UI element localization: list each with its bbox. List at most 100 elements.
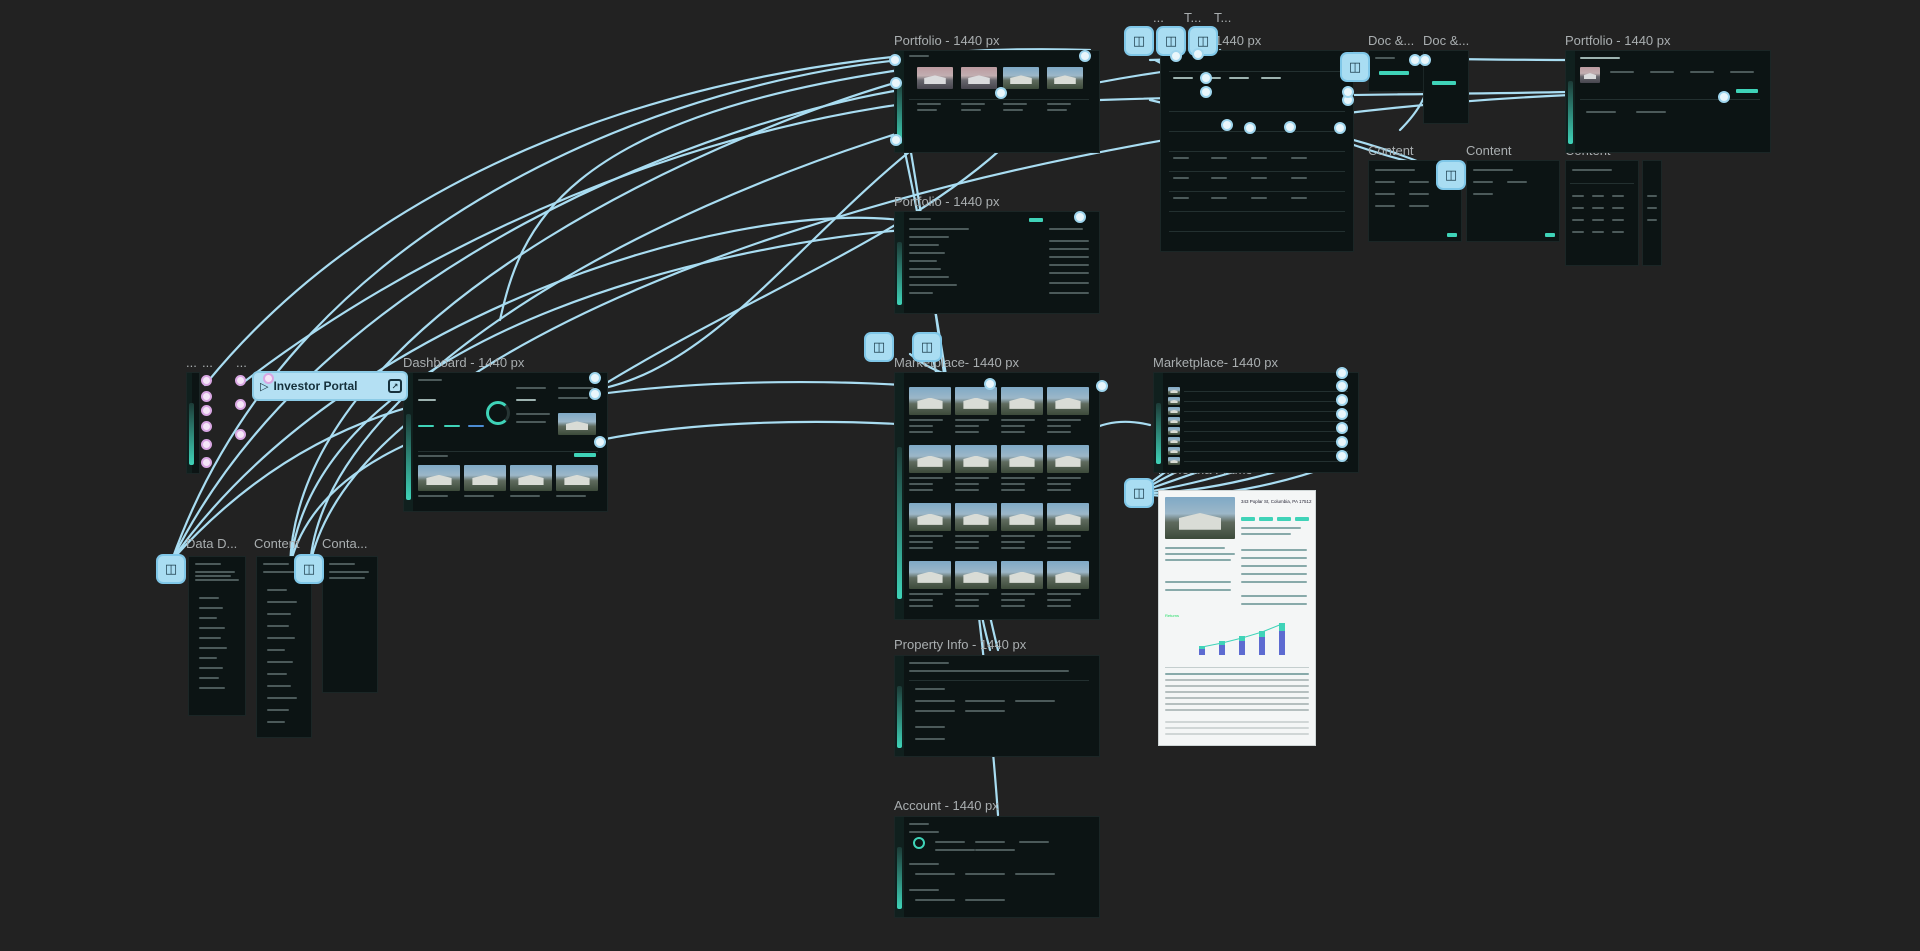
frame-content-left[interactable] (256, 556, 312, 738)
connection-handle[interactable] (1419, 54, 1431, 66)
frame-portfolio-table[interactable] (1160, 50, 1354, 252)
connection-handle[interactable] (594, 436, 606, 448)
connection-handle[interactable] (1334, 122, 1346, 134)
expand-icon[interactable]: ↗ (388, 379, 402, 393)
overlay-node-icon[interactable]: ◫ (914, 334, 940, 360)
frame-marketplace-a[interactable] (894, 372, 1100, 620)
connection-handle[interactable] (589, 388, 601, 400)
connection-handle[interactable] (1170, 50, 1182, 62)
interaction-hotspot[interactable] (201, 421, 212, 432)
frame-content-right[interactable] (1565, 160, 1639, 266)
property-card-thumbnail[interactable] (1001, 387, 1043, 415)
property-card-thumbnail[interactable] (909, 503, 951, 531)
connection-handle[interactable] (1336, 380, 1348, 392)
interaction-hotspot[interactable] (235, 399, 246, 410)
property-card-thumbnail[interactable] (1001, 561, 1043, 589)
frame-content-mid-b[interactable] (1466, 160, 1560, 242)
frame-portfolio-b[interactable] (894, 211, 1100, 314)
card-text (955, 547, 979, 549)
connection-handle[interactable] (1284, 121, 1296, 133)
property-card-thumbnail[interactable] (955, 503, 997, 531)
interaction-hotspot[interactable] (201, 375, 212, 386)
flow-start-label: Investor Portal (273, 379, 357, 393)
frame-data-definitions[interactable] (188, 556, 246, 716)
connection-handle[interactable] (889, 54, 901, 66)
connection-handle[interactable] (1718, 91, 1730, 103)
connection-handle[interactable] (1079, 50, 1091, 62)
connection-handle[interactable] (1336, 450, 1348, 462)
overlay-node-icon[interactable]: ◫ (1126, 480, 1152, 506)
frame-account[interactable] (894, 816, 1100, 918)
flow-start-chip[interactable]: ▷ Investor Portal ↗ (254, 373, 406, 399)
overlay-node-icon[interactable]: ◫ (1342, 54, 1368, 80)
property-card-thumbnail[interactable] (909, 561, 951, 589)
property-card-thumbnail[interactable] (909, 445, 951, 473)
interaction-hotspot[interactable] (201, 391, 212, 402)
connection-handle[interactable] (890, 77, 902, 89)
property-card-thumbnail[interactable] (909, 387, 951, 415)
property-card-thumbnail[interactable] (1047, 561, 1089, 589)
property-card-thumbnail[interactable] (955, 561, 997, 589)
property-card-thumbnail[interactable] (1047, 503, 1089, 531)
connection-handle[interactable] (1336, 408, 1348, 420)
list-row-thumbnail[interactable] (1168, 417, 1180, 425)
interaction-hotspot[interactable] (235, 375, 246, 386)
list-row-thumbnail[interactable] (1168, 437, 1180, 445)
overlay-node-icon[interactable]: ◫ (1126, 28, 1152, 54)
interaction-hotspot[interactable] (263, 373, 274, 384)
list-row-thumbnail[interactable] (1168, 447, 1180, 455)
list-row-thumbnail[interactable] (1168, 397, 1180, 405)
property-card-thumbnail[interactable] (955, 387, 997, 415)
overlay-node-icon[interactable]: ◫ (158, 556, 184, 582)
overlay-node-icon[interactable]: ◫ (1438, 162, 1464, 188)
interaction-hotspot[interactable] (201, 405, 212, 416)
card-text (955, 419, 989, 421)
interaction-hotspot[interactable] (201, 457, 212, 468)
property-card-thumbnail[interactable] (1047, 387, 1089, 415)
interaction-hotspot[interactable] (201, 439, 212, 450)
property-card-thumbnail[interactable] (955, 445, 997, 473)
list-row-thumbnail[interactable] (1168, 427, 1180, 435)
connection-handle[interactable] (1336, 367, 1348, 379)
card-text (909, 477, 943, 479)
connection-handle[interactable] (1096, 380, 1108, 392)
connection-handle[interactable] (995, 87, 1007, 99)
connection-handle[interactable] (1192, 48, 1204, 60)
property-card-thumbnail[interactable] (1047, 445, 1089, 473)
connection-handle[interactable] (589, 372, 601, 384)
property-card-thumbnail[interactable] (1001, 503, 1043, 531)
card-text (1047, 483, 1071, 485)
frame-mini-left-a[interactable] (186, 372, 200, 474)
interaction-hotspot[interactable] (235, 429, 246, 440)
frame-portfolio-c[interactable] (1565, 50, 1771, 153)
frame-content-right-b[interactable] (1642, 160, 1662, 266)
connection-handle[interactable] (984, 378, 996, 390)
frame-dashboard[interactable] (403, 372, 608, 512)
connection-handle[interactable] (890, 134, 902, 146)
card-text (1047, 489, 1071, 491)
connection-handle[interactable] (1342, 86, 1354, 98)
frame-property-info[interactable] (894, 655, 1100, 757)
list-row-thumbnail[interactable] (1168, 387, 1180, 395)
overlay-node-icon[interactable]: ◫ (1158, 28, 1184, 54)
chart-title: Returns (1165, 613, 1179, 618)
frame-marketplace-b[interactable] (1153, 372, 1359, 473)
overlay-node-icon[interactable]: ◫ (866, 334, 892, 360)
connection-handle[interactable] (1336, 436, 1348, 448)
connection-handle[interactable] (1200, 86, 1212, 98)
frame-contact[interactable] (322, 556, 378, 693)
property-card-thumbnail[interactable] (1001, 445, 1043, 473)
list-row-thumbnail[interactable] (1168, 407, 1180, 415)
connection-handle[interactable] (1221, 119, 1233, 131)
frame-proforma[interactable]: 343 Poplar St, Columbia, PA 17512 Return… (1158, 490, 1316, 746)
connection-handle[interactable] (1336, 394, 1348, 406)
frame-portfolio-a[interactable] (894, 50, 1100, 153)
overlay-node-icon[interactable]: ◫ (296, 556, 322, 582)
connection-handle[interactable] (1244, 122, 1256, 134)
connection-handle[interactable] (1074, 211, 1086, 223)
connection-handle[interactable] (1200, 72, 1212, 84)
list-row-thumbnail[interactable] (1168, 457, 1180, 465)
card-text (909, 431, 933, 433)
connection-handle[interactable] (1336, 422, 1348, 434)
